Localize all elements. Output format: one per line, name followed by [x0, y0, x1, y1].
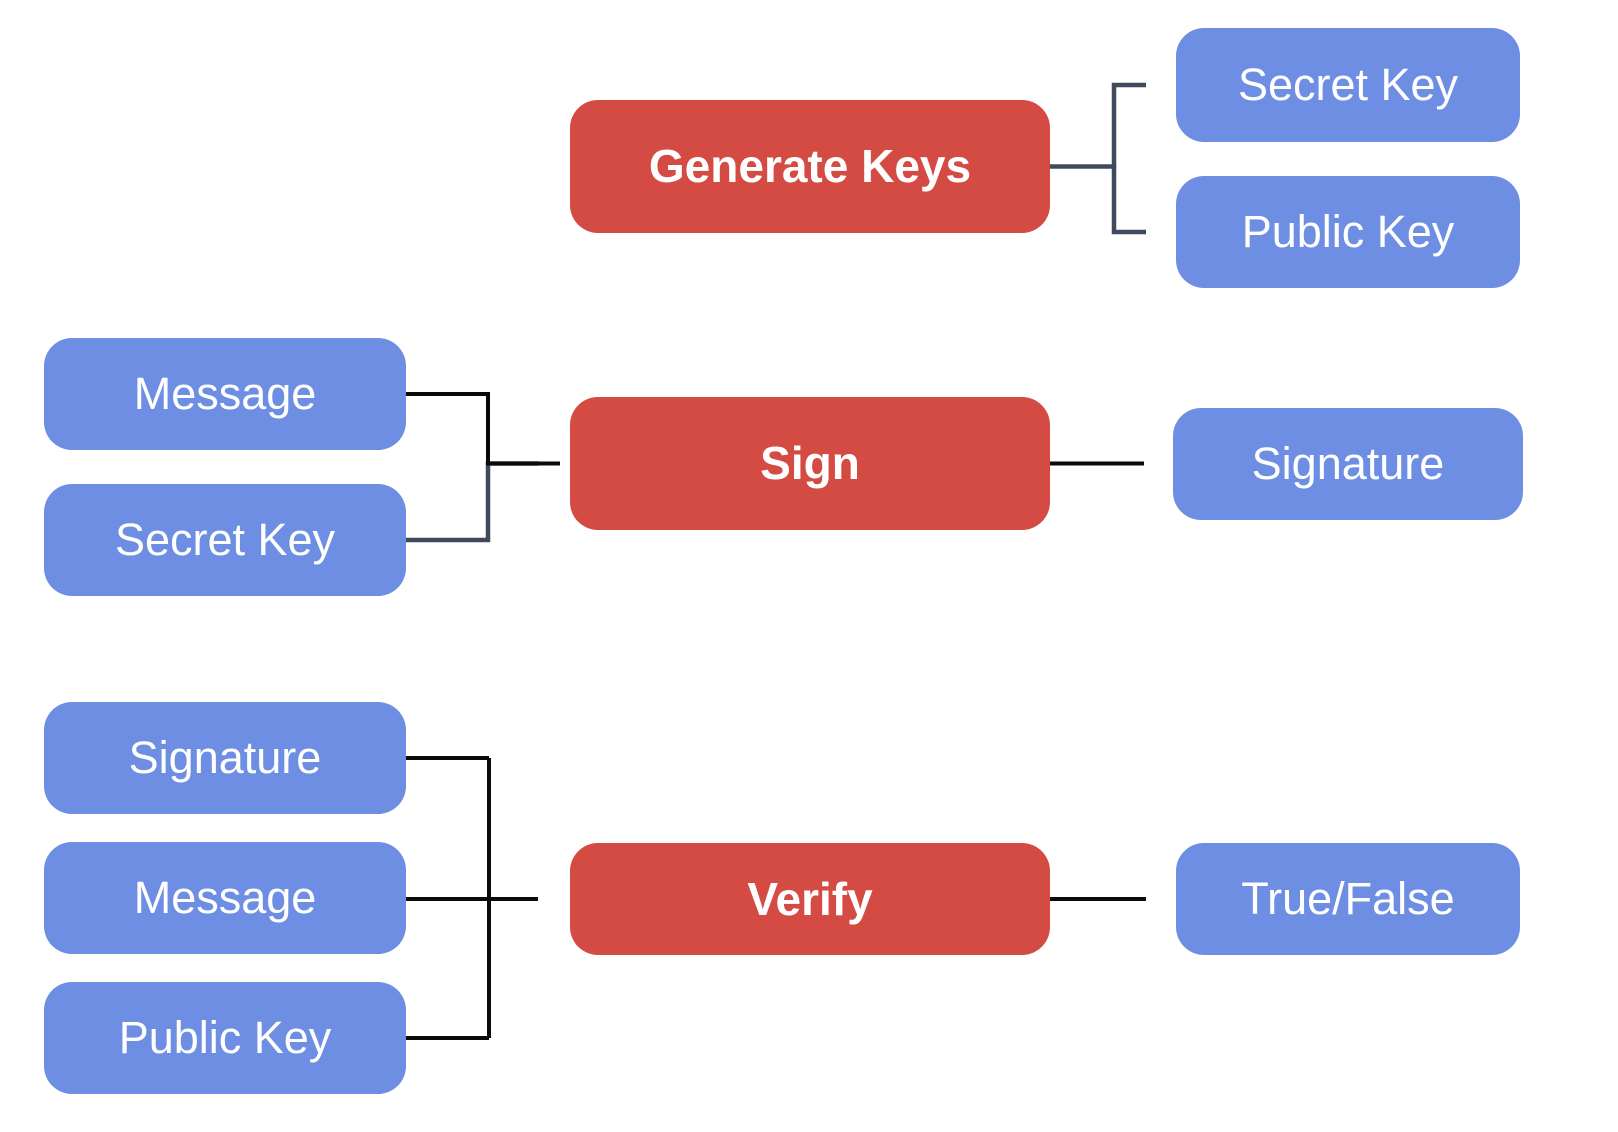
verify-label: Verify: [747, 872, 873, 925]
signature-input-verify-label: Signature: [128, 732, 322, 784]
true-false-output-label: True/False: [1241, 873, 1455, 925]
message-input-verify-node: Message: [44, 842, 406, 954]
public-key-output-label: Public Key: [1241, 206, 1455, 258]
message-input-sign-node: Message: [44, 338, 406, 450]
true-false-output-node: True/False: [1176, 843, 1520, 955]
secret-key-input-sign-label: Secret Key: [114, 514, 336, 566]
message-input-verify-label: Message: [133, 872, 317, 924]
signature-input-verify-node: Signature: [44, 702, 406, 814]
public-key-input-verify-label: Public Key: [118, 1012, 332, 1064]
generate-keys-node: Generate Keys: [570, 100, 1050, 233]
public-key-input-verify-node: Public Key: [44, 982, 406, 1094]
sign-label: Sign: [760, 437, 860, 490]
message-input-sign-label: Message: [133, 368, 317, 420]
secret-key-input-sign-node: Secret Key: [44, 484, 406, 596]
verify-node: Verify: [570, 843, 1050, 955]
connector-secret-key-to-sign: [404, 461, 539, 543]
connector-generate-keys-to-public-key: [1111, 166, 1146, 235]
connector-message-to-sign: [404, 392, 560, 466]
secret-key-output-label: Secret Key: [1237, 59, 1459, 111]
signature-output-node: Signature: [1173, 408, 1523, 520]
connector-generate-keys-to-secret-key: [1050, 82, 1146, 169]
secret-key-output-node: Secret Key: [1176, 28, 1520, 142]
public-key-output-node: Public Key: [1176, 176, 1520, 288]
sign-node: Sign: [570, 397, 1050, 530]
generate-keys-label: Generate Keys: [648, 140, 972, 193]
signature-output-label: Signature: [1251, 438, 1445, 490]
